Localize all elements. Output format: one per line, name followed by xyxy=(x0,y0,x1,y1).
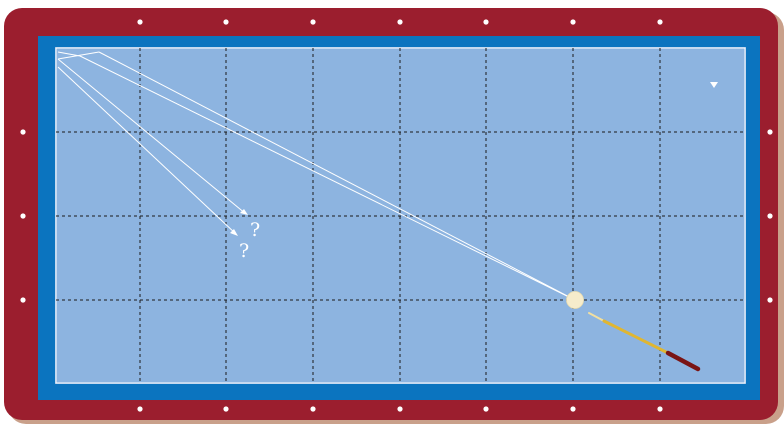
diamond-bottom-6 xyxy=(570,406,576,412)
diamond-top-2 xyxy=(223,19,229,25)
table-grid xyxy=(56,48,745,383)
diamond-bottom-4 xyxy=(397,406,403,412)
path-rebound-2 xyxy=(57,66,237,235)
diamond-bottom-3 xyxy=(310,406,316,412)
diamond-top-5 xyxy=(483,19,489,25)
diamond-left-1 xyxy=(20,129,26,135)
diamond-left-3 xyxy=(20,297,26,303)
diamond-right-1 xyxy=(767,129,773,135)
diamond-bottom-7 xyxy=(657,406,663,412)
diamond-top-6 xyxy=(570,19,576,25)
diamond-right-3 xyxy=(767,297,773,303)
cue-butt xyxy=(665,350,701,372)
cue-ball xyxy=(566,291,584,309)
rail-diamonds xyxy=(20,19,773,412)
path-corner-link-2 xyxy=(57,51,81,57)
diamond-top-3 xyxy=(310,19,316,25)
outcome-question-1: ? xyxy=(250,219,260,241)
arrow-head-1 xyxy=(240,209,248,215)
cue-stick xyxy=(588,312,701,372)
diamond-right-2 xyxy=(767,213,773,219)
cue-shaft xyxy=(602,319,670,355)
path-approach-lower xyxy=(79,55,576,301)
shot-paths xyxy=(57,51,576,301)
diamond-bottom-5 xyxy=(483,406,489,412)
arrow-head-2 xyxy=(230,229,238,236)
diamond-top-7 xyxy=(657,19,663,25)
outcome-question-2: ? xyxy=(239,240,249,262)
diamond-top-1 xyxy=(137,19,143,25)
pocket-marker-icon xyxy=(710,82,718,88)
path-rebound-1 xyxy=(57,58,247,215)
diamond-bottom-2 xyxy=(223,406,229,412)
diamond-bottom-1 xyxy=(137,406,143,412)
cue-tip xyxy=(588,312,605,322)
path-approach-upper xyxy=(98,51,576,301)
path-arrows xyxy=(230,209,248,236)
diamond-top-4 xyxy=(397,19,403,25)
diamond-left-2 xyxy=(20,213,26,219)
